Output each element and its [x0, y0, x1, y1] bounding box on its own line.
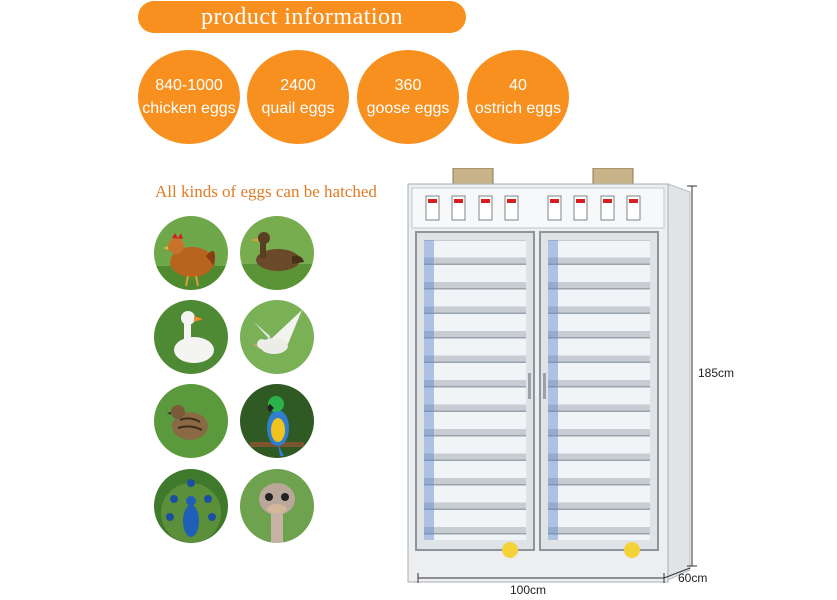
capacity-bubble-ostrich: 40 ostrich eggs [467, 50, 569, 144]
chicken-photo [154, 216, 228, 290]
banner-title: product information [200, 3, 404, 30]
product-information-banner: product information [138, 1, 466, 33]
capacity-bubble-chicken: 840-1000 chicken eggs [138, 50, 240, 144]
width-dimension: 100cm [510, 583, 547, 597]
capacity-label: quail eggs [261, 100, 335, 117]
depth-dimension: 60cm [678, 571, 708, 585]
capacity-bubble-quail: 2400 quail eggs [247, 50, 349, 144]
incubator-cabinet-image [407, 168, 691, 583]
capacity-bubble-goose: 360 goose eggs [357, 50, 459, 144]
capacity-label: ostrich eggs [474, 100, 562, 117]
quail-photo [154, 384, 228, 458]
tagline: All kinds of eggs can be hatched [155, 182, 377, 201]
capacity-count: 840-1000 [155, 77, 223, 94]
capacity-count: 360 [394, 77, 422, 94]
capacity-count: 2400 [280, 77, 316, 94]
capacity-label: goose eggs [366, 100, 450, 117]
ostrich-photo [240, 469, 314, 543]
capacity-count: 40 [509, 77, 527, 94]
height-dimension: 185cm [698, 366, 735, 380]
pigeon-photo [240, 300, 314, 374]
capacity-label: chicken eggs [142, 100, 236, 117]
duck-photo [240, 216, 314, 290]
parrot-photo [240, 384, 314, 458]
goose-photo [154, 300, 228, 374]
peacock-photo [154, 469, 228, 543]
